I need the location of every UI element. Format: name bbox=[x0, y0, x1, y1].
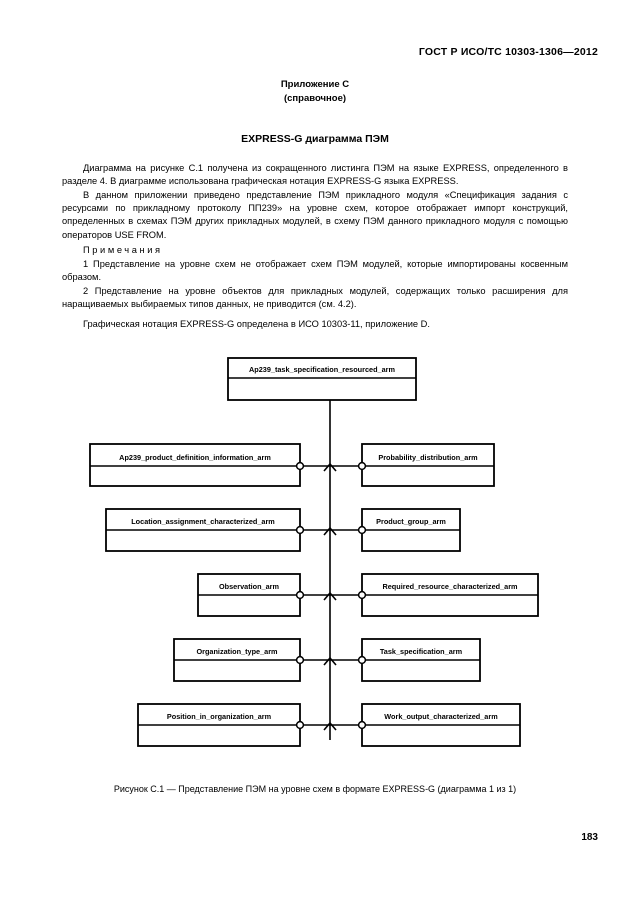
use-from-circle-left-5 bbox=[295, 720, 305, 730]
entity-label-left-2: Location_assignment_characterized_arm bbox=[131, 517, 275, 526]
entity-box-left-1: Ap239_product_definition_information_arm bbox=[89, 443, 301, 487]
notes-section: Примечания 1 Представление на уровне схе… bbox=[62, 244, 568, 311]
use-from-circle-left-4 bbox=[295, 655, 305, 665]
junction-chevron-5 bbox=[323, 721, 337, 731]
use-from-circle-right-1 bbox=[357, 461, 367, 471]
use-from-circle-right-5 bbox=[357, 720, 367, 730]
entity-box-left-5: Position_in_organization_arm bbox=[137, 703, 301, 747]
body-paragraph-2: В данном приложении приведено представле… bbox=[62, 190, 568, 240]
standard-header: ГОСТ Р ИСО/ТС 10303-1306—2012 bbox=[418, 46, 598, 58]
entity-label-left-5: Position_in_organization_arm bbox=[167, 712, 272, 721]
entity-label-right-4: Task_specification_arm bbox=[380, 647, 463, 656]
use-from-circle-left-1 bbox=[295, 461, 305, 471]
entity-box-right-4: Task_specification_arm bbox=[361, 638, 481, 682]
entity-label-right-5: Work_output_characterized_arm bbox=[384, 712, 498, 721]
entity-label-left-1: Ap239_product_definition_information_arm bbox=[119, 453, 271, 462]
entity-box-right-1: Probability_distribution_arm bbox=[361, 443, 495, 487]
entity-box-right-3: Required_resource_characterized_arm bbox=[361, 573, 539, 617]
page-number: 183 bbox=[581, 832, 598, 843]
use-from-circle-right-2 bbox=[357, 525, 367, 535]
figure-caption: Рисунок С.1 — Представление ПЭМ на уровн… bbox=[113, 784, 517, 794]
junction-chevron-4 bbox=[323, 656, 337, 666]
appendix-heading: Приложение С (справочное) bbox=[0, 78, 630, 106]
closing-paragraph: Графическая нотация EXPRESS-G определена… bbox=[83, 319, 430, 329]
entity-label-left-4: Organization_type_arm bbox=[196, 647, 278, 656]
entity-box-left-4: Organization_type_arm bbox=[173, 638, 301, 682]
use-from-circle-left-2 bbox=[295, 525, 305, 535]
express-g-diagram: Ap239_task_specification_resourced_arm A… bbox=[62, 352, 568, 767]
notes-heading: Примечания bbox=[83, 245, 163, 255]
entity-box-root: Ap239_task_specification_resourced_arm bbox=[227, 357, 417, 401]
note-item-1: 1 Представление на уровне схем не отобра… bbox=[62, 259, 568, 283]
junction-chevron-1 bbox=[323, 462, 337, 472]
entity-box-right-5: Work_output_characterized_arm bbox=[361, 703, 521, 747]
entity-box-left-3: Observation_arm bbox=[197, 573, 301, 617]
body-paragraph-1: Диаграмма на рисунке С.1 получена из сок… bbox=[62, 163, 568, 187]
entity-label-right-3: Required_resource_characterized_arm bbox=[382, 582, 518, 591]
entity-label-left-3: Observation_arm bbox=[219, 582, 280, 591]
use-from-circle-right-4 bbox=[357, 655, 367, 665]
appendix-kind: (справочное) bbox=[283, 93, 347, 104]
junction-chevron-3 bbox=[323, 591, 337, 601]
use-from-circle-left-3 bbox=[295, 590, 305, 600]
entity-box-right-2: Product_group_arm bbox=[361, 508, 461, 552]
note-item-2: 2 Представление на уровне объектов для п… bbox=[62, 285, 568, 309]
entity-label-root: Ap239_task_specification_resourced_arm bbox=[249, 365, 396, 374]
entity-label-right-1: Probability_distribution_arm bbox=[378, 453, 478, 462]
body-paragraph-1-container: Диаграмма на рисунке С.1 получена из сок… bbox=[62, 162, 568, 188]
appendix-name: Приложение С bbox=[280, 79, 350, 90]
closing-section: Графическая нотация EXPRESS-G определена… bbox=[62, 318, 568, 331]
use-from-circle-right-3 bbox=[357, 590, 367, 600]
section-title: EXPRESS-G диаграмма ПЭМ bbox=[241, 133, 389, 145]
entity-box-left-2: Location_assignment_characterized_arm bbox=[105, 508, 301, 552]
body-paragraph-2-container: В данном приложении приведено представле… bbox=[62, 189, 568, 242]
entity-label-right-2: Product_group_arm bbox=[376, 517, 446, 526]
junction-chevron-2 bbox=[323, 526, 337, 536]
